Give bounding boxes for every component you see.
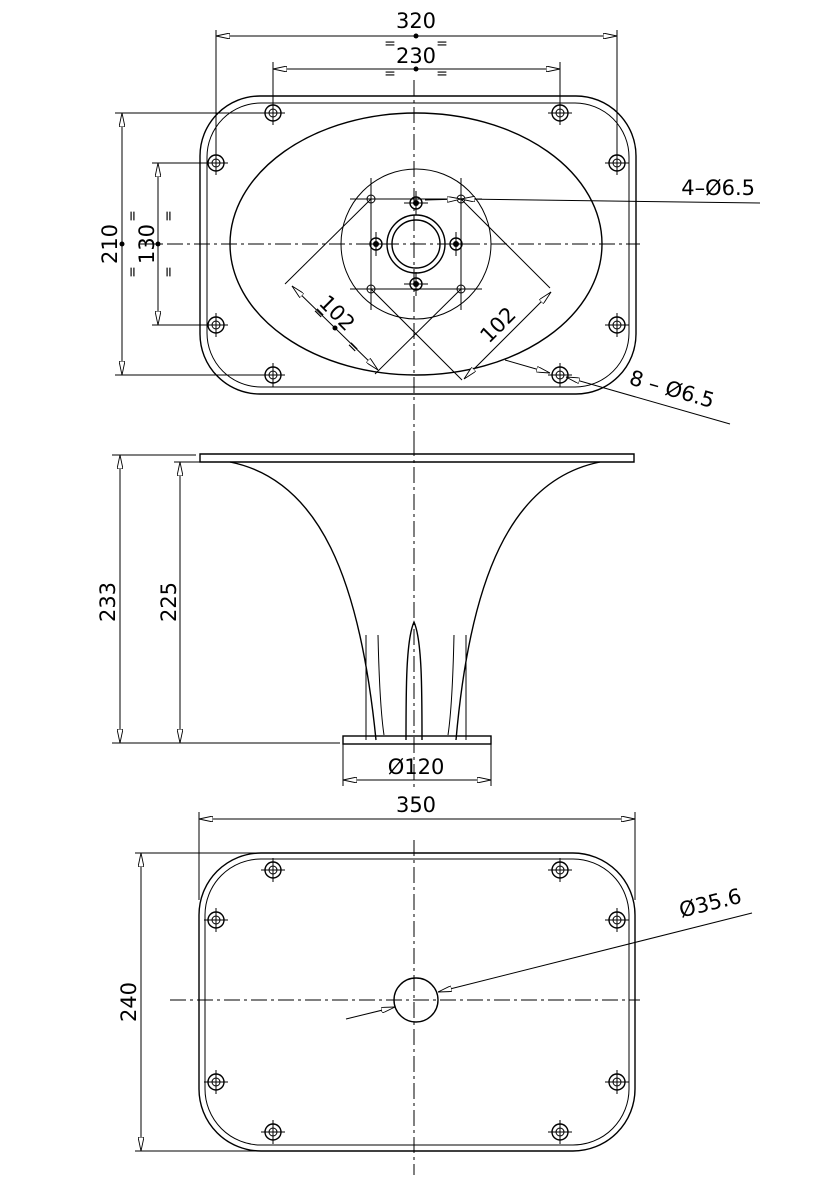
svg-text:=: = [384,66,396,82]
dim-350: 350 [198,793,636,900]
dim-throat-dia: Ø120 [342,744,492,786]
svg-text:=: = [436,66,448,82]
top-flange-outer [199,95,637,395]
top-view: 320 230 = = = = 210 = = [98,9,761,440]
bottom-view: 350 240 Ø35.6 [117,793,753,1175]
svg-text:=: = [161,210,177,222]
svg-text:=: = [436,36,448,52]
side-bell-left [229,461,377,741]
dim-225-label: 225 [157,582,181,622]
dim-102-left: 102 = = [284,198,462,375]
svg-text:=: = [343,337,363,357]
dim-240: 240 [117,852,270,1152]
dim-240-label: 240 [117,982,141,1022]
dim-320: 320 [215,9,618,155]
dim-233: 233 [96,454,340,744]
note-mount-holes: 8 – Ø6.5 [504,359,731,425]
dim-230-label: 230 [396,44,436,68]
side-view: 233 225 Ø120 [96,440,635,790]
dim-130: 130 = = [135,162,210,326]
bottom-flange-inner [204,858,630,1146]
dim-233-label: 233 [96,582,120,622]
side-bell-right [455,461,601,741]
bottom-flange-outer [198,852,636,1152]
dim-hole-dia-label: Ø35.6 [677,884,744,923]
top-flange-inner [206,102,630,388]
dim-210: 210 = = [98,112,268,376]
dim-hole-dia: Ø35.6 [345,884,753,1020]
note-throat-holes-label: 4–Ø6.5 [681,176,755,200]
dim-210-label: 210 [98,224,122,264]
side-throat-flange [342,735,492,745]
dim-102-right-label: 102 [475,302,520,347]
dim-230: 230 = = = = [272,36,561,105]
note-throat-holes: 4–Ø6.5 [424,176,761,204]
dim-throat-dia-label: Ø120 [388,755,445,779]
bottom-mount-holes [204,858,629,1144]
dim-320-label: 320 [396,9,436,33]
dim-225: 225 [157,461,200,743]
top-throat-bolt-holes [364,191,468,296]
side-flange [199,453,635,463]
note-mount-holes-label: 8 – Ø6.5 [627,366,717,413]
svg-text:=: = [125,210,141,222]
bottom-center-hole [393,977,439,1023]
dim-350-label: 350 [396,793,436,817]
svg-text:=: = [125,266,141,278]
svg-text:=: = [161,266,177,278]
svg-text:=: = [384,36,396,52]
dim-130-label: 130 [135,224,159,264]
